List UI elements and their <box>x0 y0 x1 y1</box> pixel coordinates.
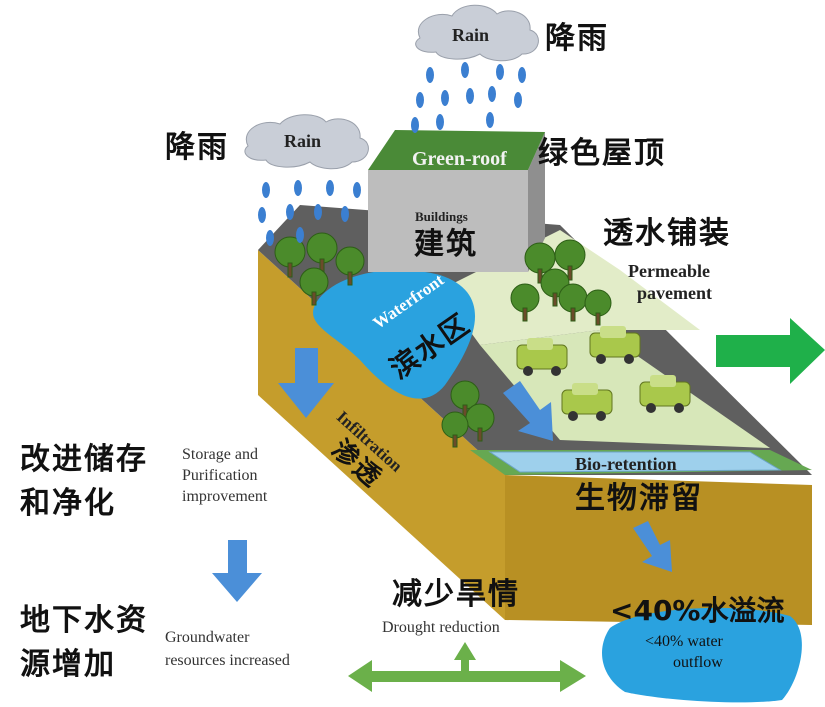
building-front <box>368 170 528 272</box>
outflow-label-2: outflow <box>673 654 723 671</box>
green-roof-label: Green-roof <box>412 148 507 170</box>
overflow-pond <box>602 607 802 703</box>
storage-cn-label-1: 改进储存 <box>20 442 148 477</box>
tree <box>299 267 329 306</box>
green-roof <box>368 130 545 170</box>
tree <box>441 411 469 448</box>
rain-cloud-left <box>244 114 369 170</box>
rain-label-left: Rain <box>284 131 322 151</box>
bioretention-label: Bio-retention <box>575 454 677 474</box>
rain-cloud-right <box>415 4 539 62</box>
groundwater-label-1: Groundwater <box>165 629 250 646</box>
car <box>589 326 641 364</box>
permeable-label-1: Permeable <box>628 261 710 281</box>
infiltration-arrow <box>278 348 334 418</box>
drought-double-arrow <box>348 642 586 692</box>
tree <box>510 283 540 322</box>
building-side <box>528 132 545 272</box>
bioretention-water <box>488 451 782 473</box>
tree <box>274 236 306 278</box>
rain-cn-label-right: 降雨 <box>545 21 609 56</box>
rain-cn-label-left: 降雨 <box>165 130 229 165</box>
permeable-cn-label: 透水铺装 <box>603 216 731 251</box>
tree <box>584 289 612 326</box>
flow-to-bioretention-arrow <box>503 381 553 441</box>
drought-cn-label: 减少旱情 <box>392 577 520 612</box>
rain-drops <box>258 62 526 246</box>
waterfront-lake <box>313 269 476 399</box>
groundwater-cn-label-1: 地下水资 <box>20 603 148 638</box>
green-roof-cn-label: 绿色屋顶 <box>538 136 666 171</box>
groundwater-cn-label-2: 源增加 <box>20 647 116 682</box>
car <box>639 375 691 413</box>
trees <box>274 232 612 448</box>
groundwater-arrow <box>212 540 262 602</box>
tree <box>335 246 365 286</box>
rain-label-right: Rain <box>452 25 490 45</box>
buildings-cn-label: 建筑 <box>414 227 478 262</box>
outflow-label-1: <40% water <box>645 633 723 650</box>
storage-label-3: improvement <box>182 488 268 505</box>
tree <box>554 239 586 281</box>
car <box>561 383 613 421</box>
storage-cn-label-2: 和净化 <box>20 486 116 521</box>
outflow-cn-label: <40%水溢流 <box>610 594 785 627</box>
soil-front-face <box>258 250 505 620</box>
outflow-right-arrow <box>716 318 825 384</box>
storage-label-2: Purification <box>182 467 258 484</box>
drought-label: Drought reduction <box>382 619 500 636</box>
bioretention-cn-label: 生物滞留 <box>575 481 703 516</box>
groundwater-label-2: resources increased <box>165 652 290 669</box>
cars <box>516 326 691 421</box>
overflow-arrow <box>633 521 672 572</box>
permeable-label-2: pavement <box>637 283 712 303</box>
storage-label-1: Storage and <box>182 446 258 463</box>
buildings-label: Buildings <box>415 209 468 224</box>
car <box>516 338 568 376</box>
